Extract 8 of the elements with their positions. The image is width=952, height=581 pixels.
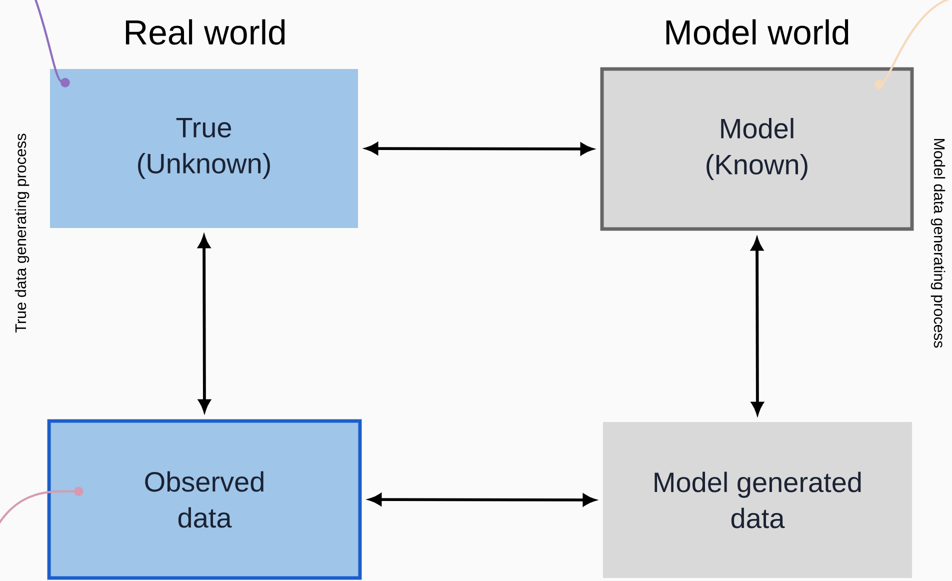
leader-line	[0, 486, 84, 526]
process-box: Observed data	[47, 419, 362, 580]
side-label: Model data generating process	[930, 138, 946, 348]
leader-line	[34, 0, 70, 88]
process-box: Model (Known)	[600, 67, 914, 231]
process-box: True (Unknown)	[50, 69, 358, 228]
side-label: True data generating process	[14, 134, 30, 333]
process-box: Model generated data	[602, 422, 912, 578]
